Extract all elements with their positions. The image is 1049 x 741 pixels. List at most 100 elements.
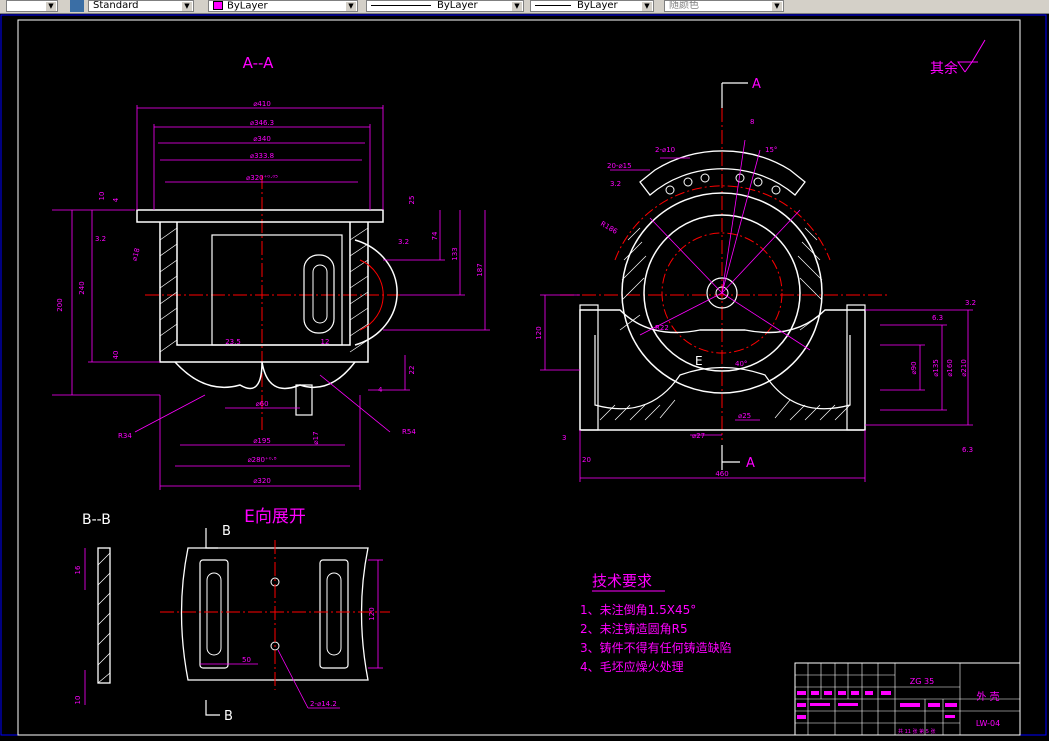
- window-opening: [211, 234, 343, 346]
- tech-title: 技术要求: [592, 572, 652, 590]
- dim-40deg: 40°: [735, 360, 747, 368]
- drain-boss: [295, 384, 313, 416]
- slot: [303, 254, 335, 334]
- e-dim-lines: [200, 559, 383, 709]
- chevron-down-icon[interactable]: ▼: [642, 2, 652, 11]
- hatch-left: [159, 227, 178, 353]
- hatch-right: [349, 227, 369, 353]
- linetype-value: ByLayer: [437, 0, 478, 11]
- dim-r22: R22: [655, 324, 669, 332]
- chevron-down-icon[interactable]: ▼: [46, 2, 56, 11]
- slot-right-inner: [326, 572, 342, 656]
- dim-d333: ⌀333.8: [250, 152, 274, 160]
- title-block: ZG 35 外 壳 LW-04 共 11 张 第 5 张: [794, 662, 1021, 736]
- front-dim-lines: [540, 139, 973, 482]
- flange-left: [579, 304, 599, 431]
- dim-d346: ⌀346.3: [250, 119, 274, 127]
- dim-d410: ⌀410: [253, 100, 271, 108]
- roughness-note: 其余: [930, 60, 958, 77]
- plotstyle-value: 随颜色: [669, 0, 699, 11]
- dim-20-d15: 20-⌀15: [607, 162, 632, 170]
- roughness-3.2b: 3.2: [965, 299, 976, 307]
- tech-note-2: 2、未注铸造圆角R5: [580, 621, 688, 636]
- chevron-down-icon[interactable]: ▼: [182, 2, 192, 11]
- dim-r34: R34: [118, 432, 132, 440]
- dim-d60: ⌀60: [255, 400, 268, 408]
- outer-ring: [621, 192, 823, 394]
- chevron-down-icon[interactable]: ▼: [512, 2, 522, 11]
- developed-shape: [180, 547, 369, 681]
- sheet-info: 共 11 张 第 5 张: [898, 728, 936, 735]
- label-b-top: B: [222, 524, 231, 539]
- dim-8: 8: [750, 118, 754, 126]
- dim-d340: ⌀340: [253, 135, 271, 143]
- dim-d27: ⌀27: [692, 432, 705, 440]
- dim-d17: ⌀17: [312, 431, 320, 444]
- boss-outer: [354, 239, 398, 346]
- bottom-bump: [174, 361, 263, 390]
- dim-187: 187: [476, 263, 484, 276]
- roughness-6.3: 6.3: [932, 314, 943, 322]
- section-aa-view: A--A: [52, 54, 490, 490]
- part-name: 外 壳: [976, 690, 999, 703]
- bolt-holes: [665, 173, 781, 195]
- textstyle-icon[interactable]: [70, 0, 84, 12]
- title-block-grid: [795, 663, 1020, 735]
- dim-25: 25: [408, 196, 416, 205]
- toolbar-left-dropdown[interactable]: ▼: [6, 0, 58, 12]
- chevron-down-icon[interactable]: ▼: [346, 2, 356, 11]
- dim-d210: ⌀210: [960, 359, 968, 377]
- dim-4: 4: [378, 386, 383, 394]
- dim-d90: ⌀90: [910, 361, 918, 374]
- dim-3: 3: [562, 434, 566, 442]
- textstyle-value: Standard: [93, 0, 139, 11]
- dim-200: 200: [56, 298, 64, 311]
- body-outline: [159, 222, 369, 363]
- dim-120: 120: [535, 326, 543, 339]
- slot-inner: [312, 264, 328, 324]
- dim-16: 16: [74, 565, 82, 574]
- e-view: E向展开 B B 120 50 2-⌀14.2: [160, 507, 390, 724]
- front-dim-texts: 2-⌀10 20-⌀15 R186 R22 8 15° 40° 460 120 …: [535, 118, 976, 478]
- dim-23: 23.5: [225, 338, 241, 346]
- color-value: ByLayer: [227, 0, 268, 12]
- center-hole: [706, 277, 738, 309]
- roughness-3.2: 3.2: [95, 235, 106, 243]
- section-bb-title: B--B: [82, 512, 111, 528]
- tech-note-4: 4、毛坯应燥火处理: [580, 659, 684, 674]
- lineweight-dropdown[interactable]: ByLayer▼: [530, 0, 654, 12]
- roughness-symbol: [957, 39, 986, 73]
- dim-2-d14: 2-⌀14.2: [310, 700, 337, 708]
- section-aa-title: A--A: [243, 54, 274, 72]
- plotstyle-dropdown[interactable]: 随颜色 ▼: [664, 0, 784, 12]
- chevron-down-icon[interactable]: ▼: [772, 2, 782, 11]
- dim-d320b: ⌀320: [253, 477, 271, 485]
- inner-frame: [17, 19, 1021, 736]
- dim-2-d10: 2-⌀10: [655, 146, 675, 154]
- dim-texts: ⌀410 ⌀346.3 ⌀340 ⌀333.8 ⌀320⁺⁰·⁰⁵ ⌀195 ⌀…: [56, 100, 484, 485]
- section-marker-b: [205, 528, 220, 716]
- color-dropdown[interactable]: ByLayer ▼: [208, 0, 358, 12]
- hatch-ring: [621, 227, 823, 301]
- section-bb-view: B--B 16 10: [74, 512, 111, 705]
- slot-right: [319, 559, 349, 669]
- tech-note-1: 1、未注倒角1.5X45°: [580, 602, 696, 617]
- linetype-dropdown[interactable]: ByLayer ▼: [366, 0, 524, 12]
- e-view-title: E向展开: [244, 507, 306, 527]
- pitch-circle: [661, 232, 783, 354]
- front-view: 其余 A A E: [535, 39, 986, 482]
- dim-20: 20: [582, 456, 591, 464]
- roughness-6.3b: 6.3: [962, 446, 973, 454]
- tech-notes: 技术要求 1、未注倒角1.5X45° 2、未注铸造圆角R5 3、铸件不得有任何铸…: [580, 572, 732, 674]
- dim-r54: R54: [402, 428, 416, 436]
- textstyle-dropdown[interactable]: Standard ▼: [88, 0, 194, 12]
- drawing-number: LW-04: [976, 719, 1000, 728]
- pipe-inner: [594, 335, 851, 410]
- dim-d195: ⌀195: [253, 437, 271, 445]
- flange: [136, 209, 384, 223]
- flange-arc: [614, 185, 831, 261]
- dim-d25: ⌀25: [738, 412, 751, 420]
- dim-10: 10: [74, 696, 82, 705]
- drawing-canvas[interactable]: A--A: [0, 14, 1049, 737]
- label-e: E: [695, 354, 703, 368]
